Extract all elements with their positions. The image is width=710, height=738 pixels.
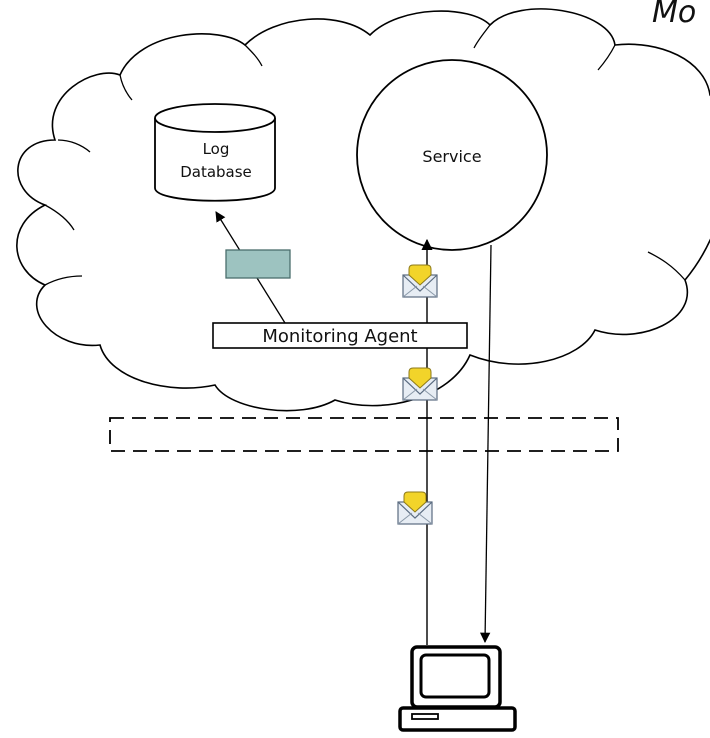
cloud-inner-lobe (57, 139, 91, 153)
computer-icon (398, 645, 517, 732)
cloud-inner-lobe (244, 44, 263, 67)
cloud-inner-lobe (44, 275, 83, 286)
service-node: Service (356, 59, 548, 251)
monitoring-agent: Monitoring Agent (212, 322, 468, 349)
page-title: Mo (652, 0, 696, 30)
log-database-label-line2: Database (180, 163, 252, 181)
log-database: Log Database (154, 103, 276, 202)
response-arrow (479, 244, 492, 644)
log-database-label-line1: Log (203, 140, 230, 158)
monitoring-agent-label: Monitoring Agent (262, 326, 417, 347)
cloud-inner-lobe (119, 74, 133, 101)
log-packet (225, 249, 291, 279)
cloud-inner-lobe (473, 24, 491, 49)
cloud-inner-lobe (597, 44, 616, 71)
service-label: Service (422, 147, 481, 166)
dashed-boundary (109, 417, 619, 452)
cloud-inner-lobe (44, 204, 75, 231)
database-icon (154, 118, 276, 202)
cloud-inner-lobe (647, 251, 686, 281)
cloud-shape (16, 8, 710, 412)
